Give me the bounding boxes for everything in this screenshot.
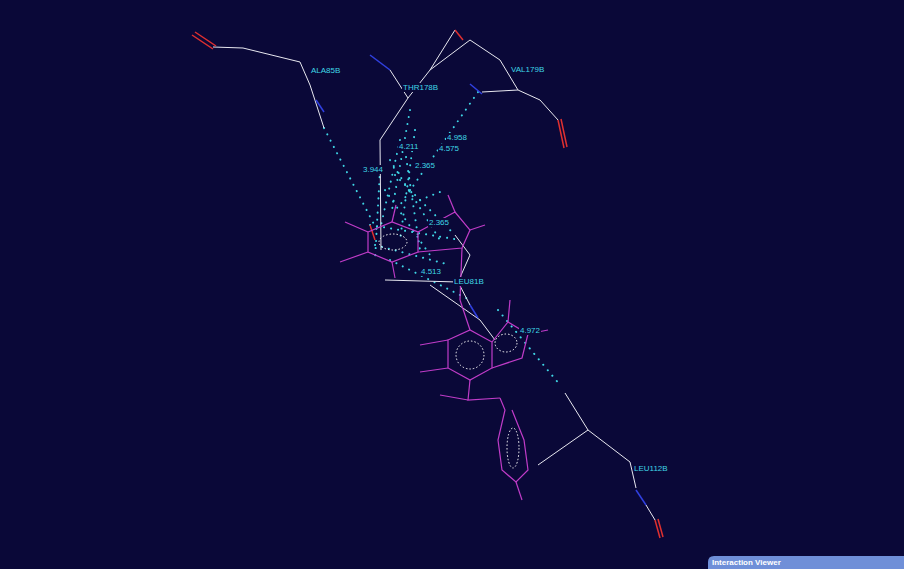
distance-label: 4.575 (438, 144, 460, 153)
residue-label: VAL179B (510, 65, 545, 74)
distance-label: 4.972 (519, 326, 541, 335)
interaction-dots (324, 92, 560, 385)
residue-end (646, 505, 655, 520)
ligand (340, 195, 548, 500)
distance-label: 3.944 (362, 165, 384, 174)
distance-label: 2.365 (428, 218, 450, 227)
panel-title: Interaction Viewer (712, 558, 781, 567)
distance-label: 4.958 (446, 133, 468, 142)
residue-sticks (213, 30, 636, 488)
residue-label: ALA85B (310, 66, 341, 75)
distance-label: 4.513 (420, 267, 442, 276)
viewer-panel (708, 556, 904, 569)
distance-label: 4.211 (398, 142, 419, 151)
residue-label: LEU112B (633, 464, 669, 473)
aromatic-rings (379, 234, 519, 468)
oxygen-bonds (192, 30, 663, 538)
residue-label: THR178B (402, 83, 439, 92)
nitrogen-bonds (316, 55, 646, 505)
distance-label: 2.365 (414, 161, 436, 170)
residue-label: LEU81B (453, 277, 485, 286)
viewport (8, 2, 904, 569)
